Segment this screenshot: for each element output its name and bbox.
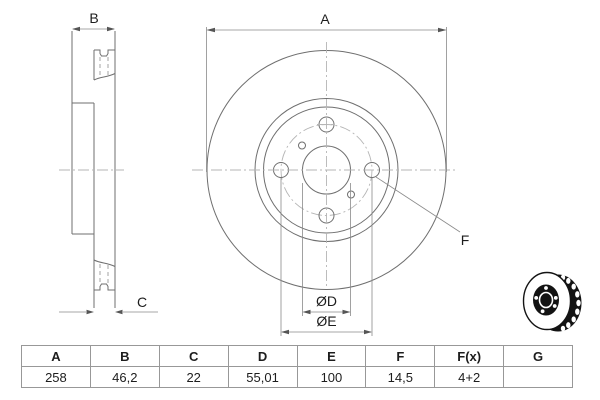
alignment-hole-lower-right <box>347 190 355 199</box>
spec-value-row: 258 46,2 22 55,01 100 14,5 4+2 <box>21 366 573 388</box>
dim-label-c: C <box>137 294 147 310</box>
spec-header-cell: F(x) <box>434 345 505 367</box>
spec-header-cell: D <box>227 345 298 367</box>
spec-header-cell: A <box>21 345 91 367</box>
spec-header-row: A B C D E F F(x) G <box>21 345 573 367</box>
side-view-cross-section <box>59 31 124 308</box>
dim-label-d: ØD <box>316 293 337 309</box>
spec-header-cell: C <box>158 345 229 367</box>
dimension-d: ØD <box>302 183 351 316</box>
spec-value-cell: 4+2 <box>434 366 505 388</box>
spec-header-cell: F <box>365 345 436 367</box>
spec-value-cell: 46,2 <box>89 366 160 388</box>
dim-label-b: B <box>89 10 98 26</box>
spec-value-cell: 22 <box>158 366 229 388</box>
front-view <box>192 42 458 290</box>
dimension-spec-table: A B C D E F F(x) G 258 46,2 22 55,01 100… <box>21 345 573 388</box>
vented-brake-disc-3d-icon <box>522 271 582 332</box>
spec-value-cell: 55,01 <box>227 366 298 388</box>
dimension-c: C <box>59 294 158 315</box>
dimension-b: B <box>72 10 115 32</box>
alignment-hole-upper-left <box>298 141 306 150</box>
spec-value-cell: 14,5 <box>365 366 436 388</box>
dimension-f: F <box>375 176 470 248</box>
spec-header-cell: G <box>503 345 573 367</box>
dim-label-f: F <box>461 232 470 248</box>
dimension-a: A <box>206 11 447 172</box>
spec-header-cell: E <box>296 345 367 367</box>
dimension-e: ØE <box>280 178 373 336</box>
spec-value-cell: 100 <box>296 366 367 388</box>
spec-value-cell: 258 <box>21 366 91 388</box>
dim-label-e: ØE <box>316 313 336 329</box>
spec-value-cell <box>503 366 573 388</box>
dim-label-a: A <box>320 11 330 27</box>
spec-header-cell: B <box>89 345 160 367</box>
